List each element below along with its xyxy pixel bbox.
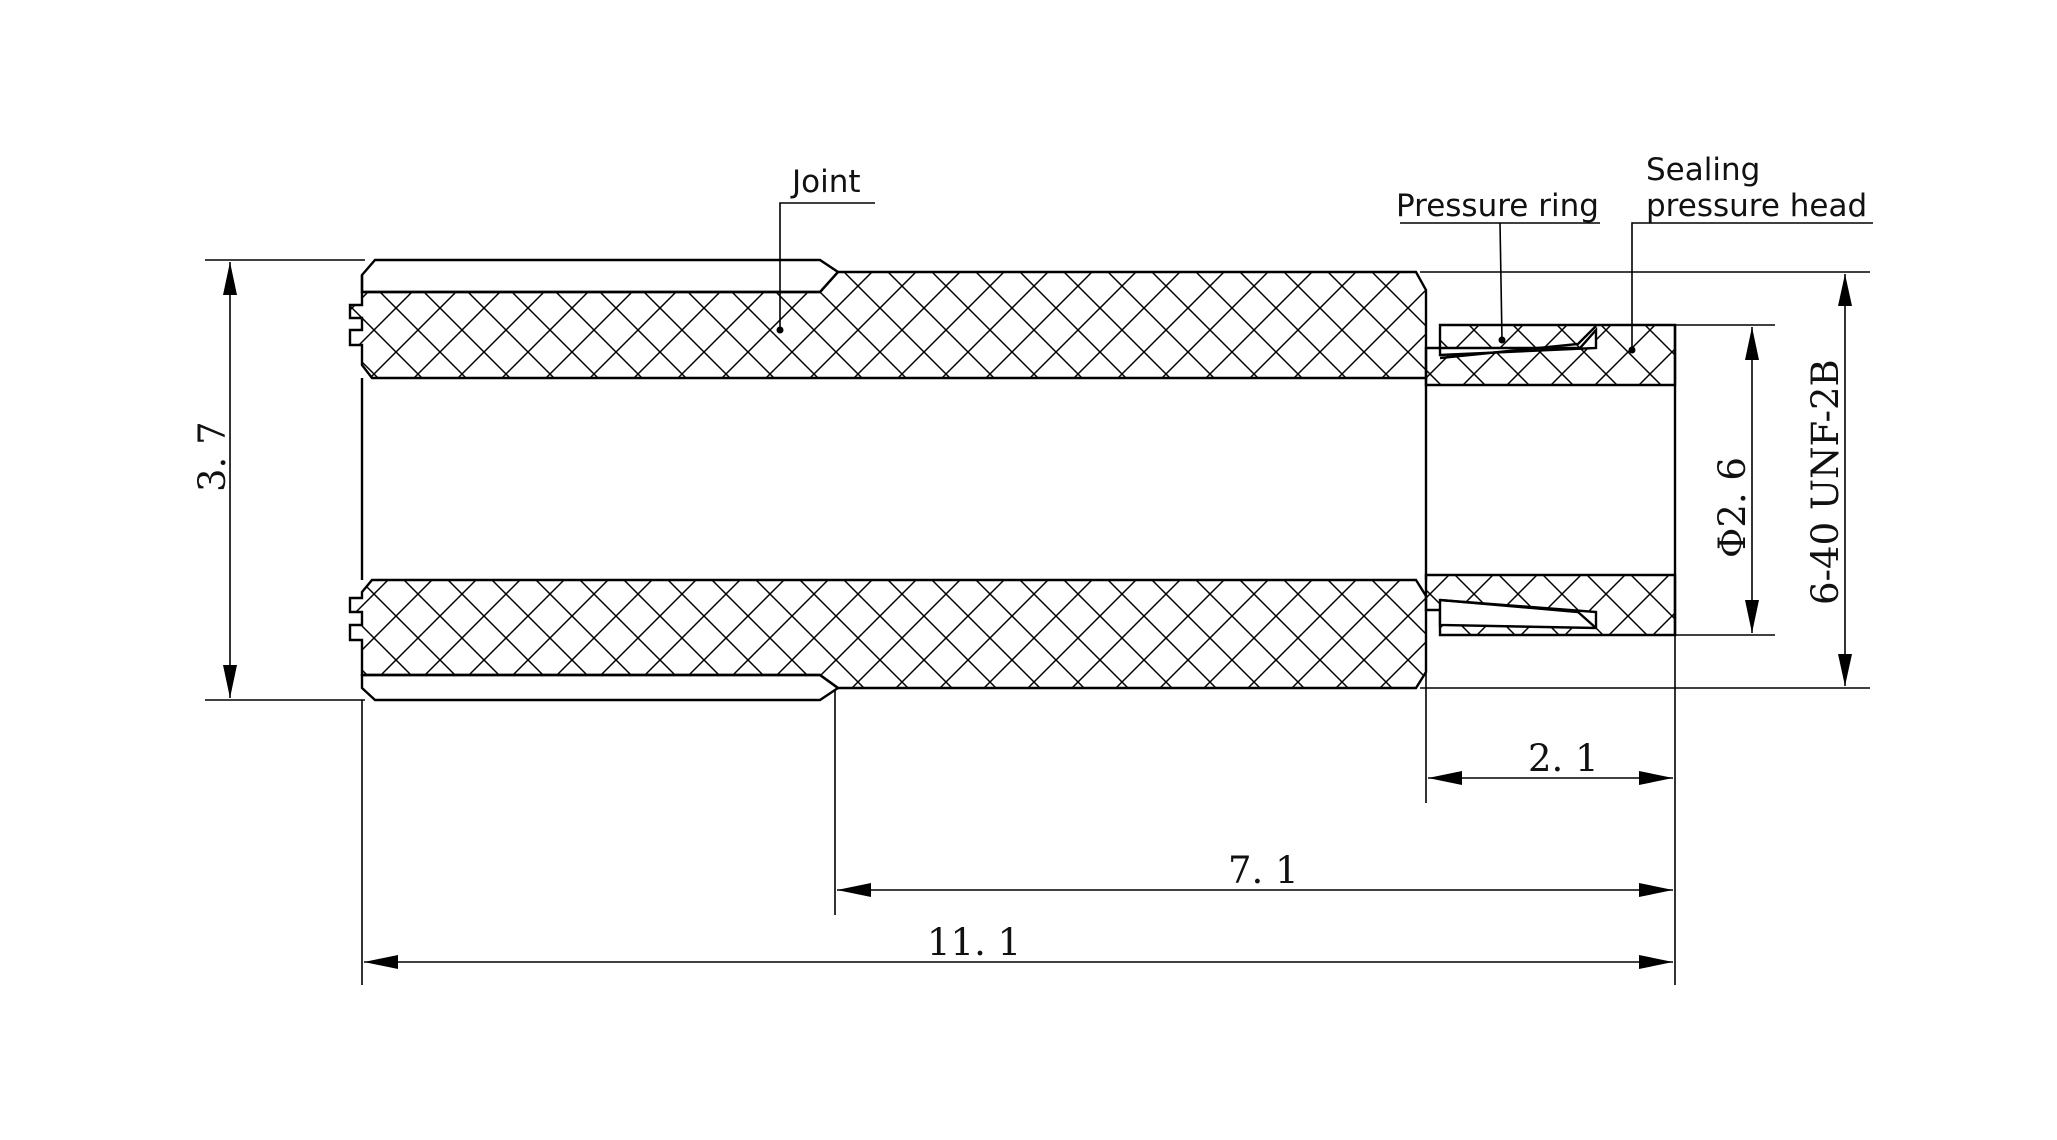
pressure-ring-lower-taper bbox=[1439, 598, 1597, 629]
arrow-thread-top bbox=[1838, 274, 1852, 306]
arrow-thread-bottom bbox=[1838, 654, 1852, 686]
arrow-body-right bbox=[1639, 883, 1673, 897]
leader-pressure-ring-dot bbox=[1498, 336, 1506, 344]
leader-sealing-head-dot bbox=[1628, 346, 1636, 354]
dim-thread: 6-40 UNF-2B bbox=[1804, 359, 1847, 605]
dim-total-length: 11. 1 bbox=[927, 921, 1021, 964]
joint-upper-wall bbox=[348, 270, 1428, 380]
arrow-body-left bbox=[837, 883, 871, 897]
arrow-total-right bbox=[1639, 955, 1673, 969]
arrow-od-top bbox=[223, 262, 237, 295]
arrow-head-right bbox=[1639, 771, 1673, 785]
label-joint: Joint bbox=[790, 164, 861, 200]
leader-joint-dot bbox=[776, 326, 784, 334]
leader-joint bbox=[779, 202, 875, 330]
label-pressure-ring: Pressure ring bbox=[1396, 188, 1599, 224]
dim-head-length: 2. 1 bbox=[1528, 737, 1599, 780]
joint-sleeve-lower bbox=[360, 673, 841, 702]
pressure-ring-upper bbox=[1438, 326, 1598, 357]
dim-body-length: 7. 1 bbox=[1228, 849, 1299, 892]
arrow-od-bottom bbox=[223, 665, 237, 698]
label-sealing-line1: Sealing bbox=[1646, 152, 1760, 188]
label-sealing-line2: pressure head bbox=[1646, 188, 1867, 224]
dim-bore-diameter: Φ2. 6 bbox=[1711, 457, 1754, 558]
joint-lower-wall bbox=[348, 578, 1428, 690]
arrow-head-left bbox=[1428, 771, 1462, 785]
pressure-ring-upper-taper bbox=[1439, 325, 1597, 360]
joint-sleeve-upper bbox=[360, 258, 840, 294]
dim-outer-diameter: 3. 7 bbox=[191, 421, 234, 492]
arrow-bore-bottom bbox=[1745, 600, 1759, 633]
arrow-bore-top bbox=[1745, 327, 1759, 360]
leader-sealing-head bbox=[1631, 222, 1873, 350]
arrow-total-left bbox=[364, 955, 398, 969]
leader-pressure-ring-drop bbox=[1499, 222, 1503, 341]
